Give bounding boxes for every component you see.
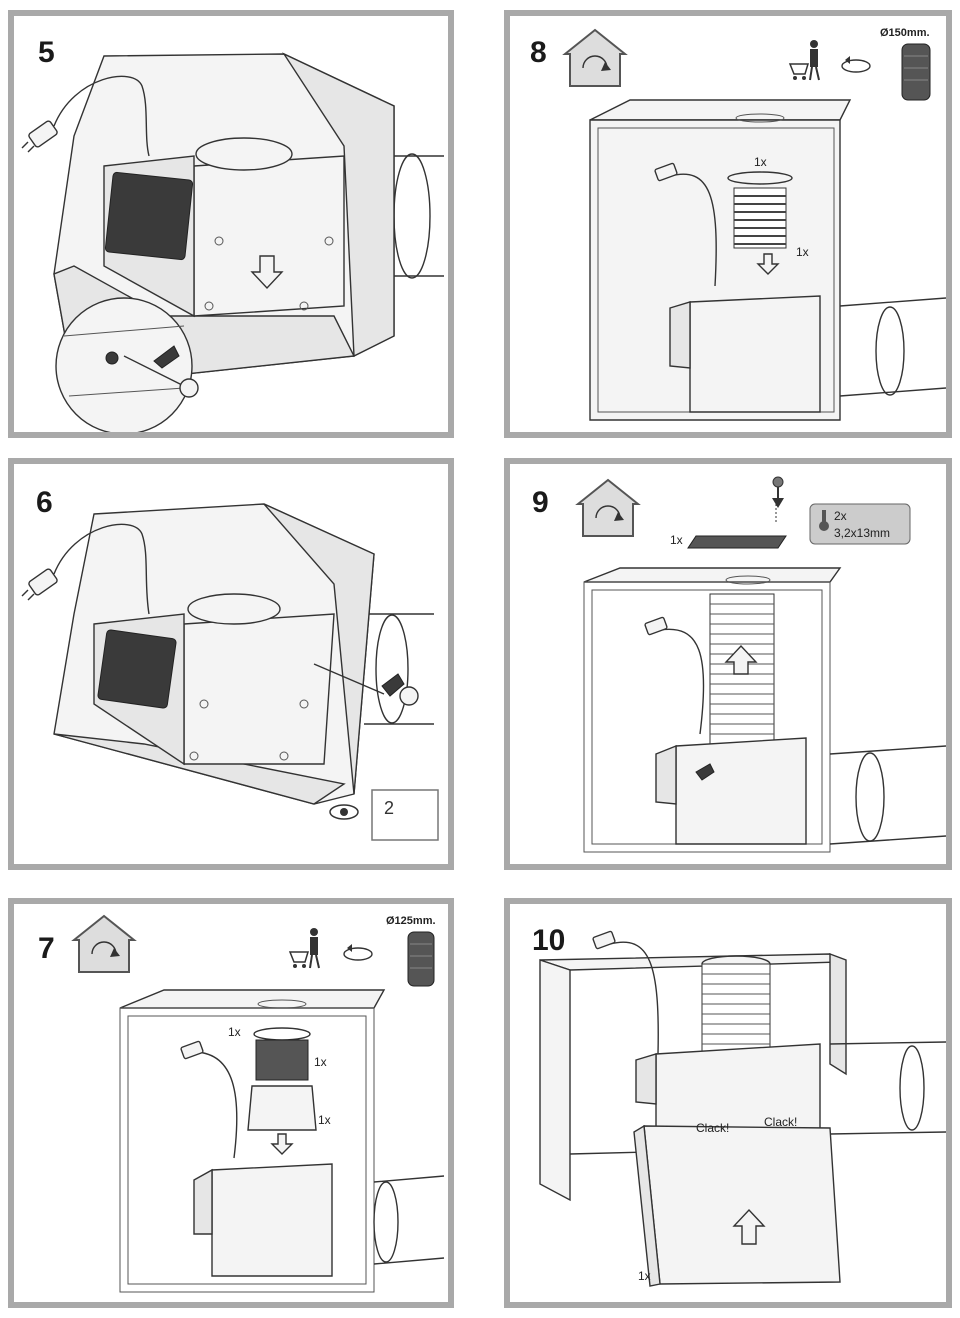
screw-icon bbox=[819, 510, 829, 531]
step-6-illustration bbox=[21, 503, 439, 841]
step-9-illustration: 1x 2x 3,2x13mm bbox=[575, 476, 946, 853]
step-5-panel: 5 bbox=[8, 10, 454, 438]
step-number: 10 bbox=[532, 924, 566, 957]
hose-clamp-icon bbox=[343, 944, 373, 961]
see-step-reference: 2 bbox=[384, 798, 395, 818]
screw-size: 3,2x13mm bbox=[834, 526, 890, 540]
quantity-label-side: 1x bbox=[796, 245, 809, 259]
flexible-duct-icon bbox=[407, 931, 435, 987]
click-label-right: Clack! bbox=[764, 1115, 797, 1129]
house-recirculation-icon bbox=[71, 914, 137, 973]
power-plug-icon bbox=[21, 568, 58, 601]
screw-quantity: 2x bbox=[834, 509, 847, 523]
hose-clamp-icon bbox=[841, 56, 871, 73]
step-8-illustration: Ø150mm. 1x 1x bbox=[562, 27, 946, 421]
screw-icon bbox=[772, 476, 784, 524]
quantity-label-a: 1x bbox=[228, 1025, 241, 1039]
step-6-panel: 6 2 bbox=[8, 458, 454, 870]
step-10-panel: 10 Clack! Clack! 1x bbox=[504, 898, 952, 1308]
house-recirculation-icon bbox=[562, 28, 628, 87]
quantity-label: 1x bbox=[670, 533, 683, 547]
step-number: 6 bbox=[36, 486, 53, 519]
step-10-illustration: Clack! Clack! 1x bbox=[539, 930, 946, 1287]
step-number: 7 bbox=[38, 932, 55, 965]
shopping-cart-person-icon bbox=[788, 40, 820, 81]
diameter-label: Ø150mm. bbox=[880, 27, 930, 39]
step-number: 9 bbox=[532, 486, 549, 519]
quantity-label-b: 1x bbox=[314, 1055, 327, 1069]
click-label-left: Clack! bbox=[696, 1121, 729, 1135]
flexible-duct-icon bbox=[901, 43, 931, 101]
step-5-illustration bbox=[21, 52, 444, 432]
eye-icon bbox=[329, 804, 359, 820]
power-plug-icon bbox=[592, 930, 616, 950]
step-number: 5 bbox=[38, 36, 55, 69]
power-plug-icon bbox=[180, 1040, 204, 1060]
quantity-label-top: 1x bbox=[754, 155, 767, 169]
quantity-label: 1x bbox=[638, 1269, 651, 1283]
power-plug-icon bbox=[644, 616, 668, 636]
diameter-label: Ø125mm. bbox=[386, 915, 436, 927]
shopping-cart-person-icon bbox=[288, 928, 320, 969]
step-9-panel: 9 1x 2x 3,2x13mm bbox=[504, 458, 952, 870]
step-7-illustration: Ø125mm. 1x 1x 1x bbox=[71, 914, 445, 1293]
step-number: 8 bbox=[530, 36, 547, 69]
step-7-panel: 7 Ø125mm. bbox=[8, 898, 454, 1308]
quantity-label-c: 1x bbox=[318, 1113, 331, 1127]
power-plug-icon bbox=[21, 120, 58, 153]
house-recirculation-icon bbox=[575, 478, 641, 537]
power-plug-icon bbox=[654, 162, 678, 182]
step-8-panel: 8 Ø150mm. bbox=[504, 10, 952, 438]
